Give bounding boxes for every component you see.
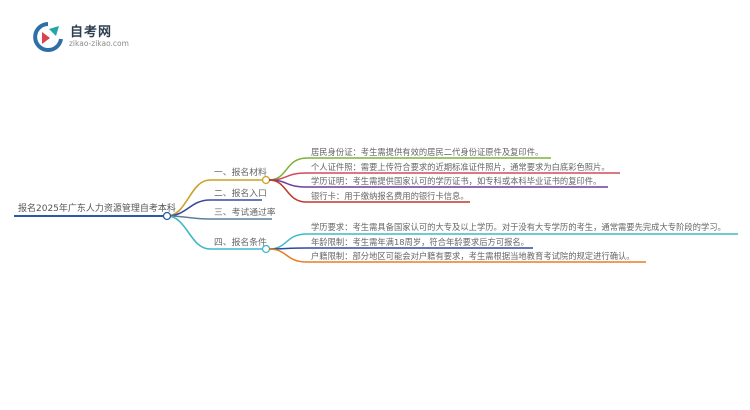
leaf-bank-card: 银行卡：用于缴纳报名费用的银行卡信息。: [311, 191, 469, 201]
branch-conditions[interactable]: 四、报名条件: [214, 238, 267, 248]
leaf-diploma: 学历证明：考生需提供国家认可的学历证书，如专科或本科毕业证书的复印件。: [311, 176, 602, 186]
logo-url: zikao-zikao.com: [69, 39, 129, 48]
leaf-connector: [268, 233, 308, 250]
branch-pass-rate[interactable]: 三、考试通过率: [214, 208, 276, 218]
leaf-id-card: 居民身份证：考生需提供有效的居民二代身份证原件及复印件。: [311, 147, 544, 157]
logo-name: 自考网: [70, 25, 113, 40]
logo-mark-icon: [33, 22, 63, 52]
leaf-household: 户籍限制：部分地区可能会对户籍有要求，考生需根据当地教育考试院的规定进行确认。: [311, 251, 635, 261]
branch-materials[interactable]: 一、报名材料: [214, 168, 267, 178]
root-topic[interactable]: 报名2025年广东人力资源管理自考本科: [18, 204, 176, 214]
branch-entrance[interactable]: 二、报名入口: [214, 189, 267, 199]
branch-connector: [166, 215, 211, 250]
leaf-education: 学历要求：考生需具备国家认可的大专及以上学历。对于没有大专学历的考生，通常需要先…: [311, 222, 726, 232]
leaf-connector: [268, 179, 308, 203]
leaf-connector: [268, 172, 308, 181]
site-logo[interactable]: 自考网 zikao-zikao.com: [32, 20, 172, 54]
root-node-dot: [162, 211, 172, 221]
leaf-photo: 个人证件照：需要上传符合要求的近期标准证件照片，通常要求为白底彩色照片。: [311, 162, 610, 172]
leaf-connector: [268, 248, 308, 263]
leaf-age: 年龄限制：考生需年满18周岁，符合年龄要求后方可报名。: [311, 237, 529, 247]
